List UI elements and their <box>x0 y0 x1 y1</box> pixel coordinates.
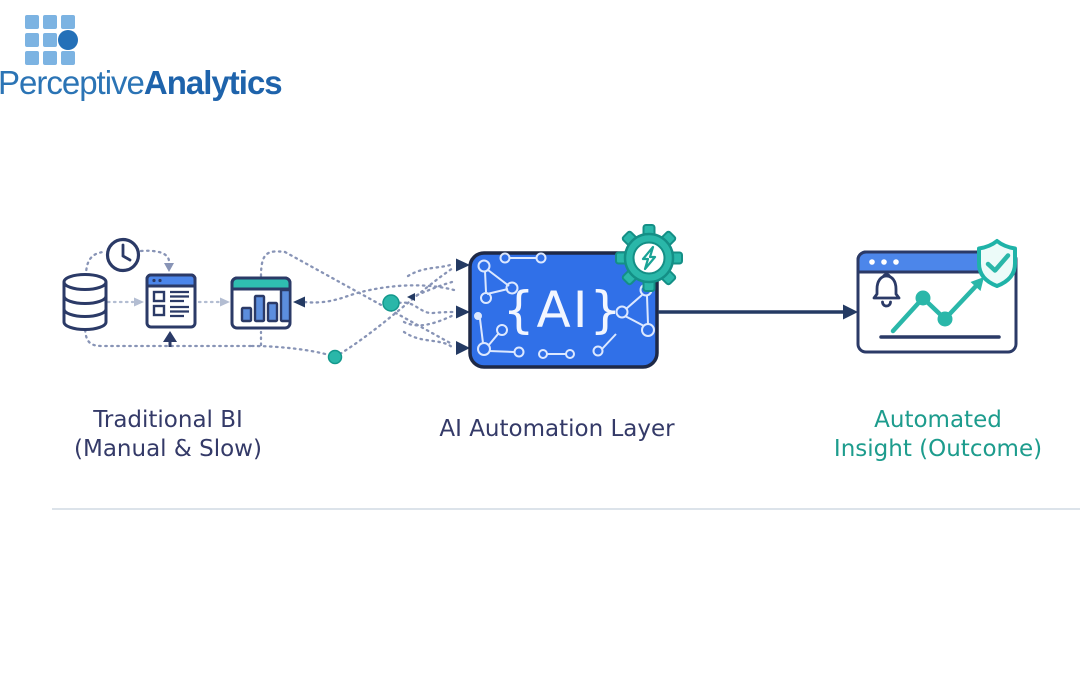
ai-box-label: {AI} <box>503 281 624 339</box>
traditional-bi-label-line1: Traditional BI <box>93 407 243 433</box>
lightning-icon <box>641 245 657 271</box>
network-nodes-icon <box>474 252 655 359</box>
ai-box: {AI} <box>468 251 659 369</box>
automated-insight-label-line1: Automated <box>874 407 1002 433</box>
trend-arrow-icon <box>890 277 984 334</box>
logo: PerceptiveAnalytics <box>0 0 300 120</box>
brand-name-bold: Analytics <box>143 64 283 101</box>
brand-name: PerceptiveAnalytics <box>0 64 283 102</box>
up-arrow-icon <box>163 331 177 347</box>
bar-chart-window-icon <box>230 276 292 330</box>
automated-insight-label: Automated Insight (Outcome) <box>818 406 1058 464</box>
gear-lightning-icon <box>615 224 683 292</box>
report-window-icon <box>145 273 197 329</box>
logo-circle-icon <box>58 30 78 50</box>
teal-node-dot <box>327 349 343 365</box>
output-arrow <box>658 304 858 320</box>
automated-insight-label-line2: Insight (Outcome) <box>833 436 1043 462</box>
bell-icon <box>872 273 901 308</box>
crossing-connectors <box>283 250 470 365</box>
ai-automation-label-line1: AI Automation Layer <box>439 416 675 442</box>
teal-node-dot <box>382 294 400 312</box>
divider-line <box>52 508 1080 510</box>
logo-grid-icon <box>25 15 75 65</box>
dotted-connectors <box>83 249 331 357</box>
clock-icon <box>105 237 141 273</box>
traditional-bi-label: Traditional BI (Manual & Slow) <box>60 406 276 464</box>
shield-check-icon <box>977 239 1017 288</box>
brand-name-regular: Perceptive <box>0 64 145 101</box>
ai-automation-label: AI Automation Layer <box>437 415 677 444</box>
traditional-bi-label-line2: (Manual & Slow) <box>74 436 262 462</box>
dashboard-window-icon <box>856 250 1018 354</box>
database-icon <box>62 273 108 331</box>
